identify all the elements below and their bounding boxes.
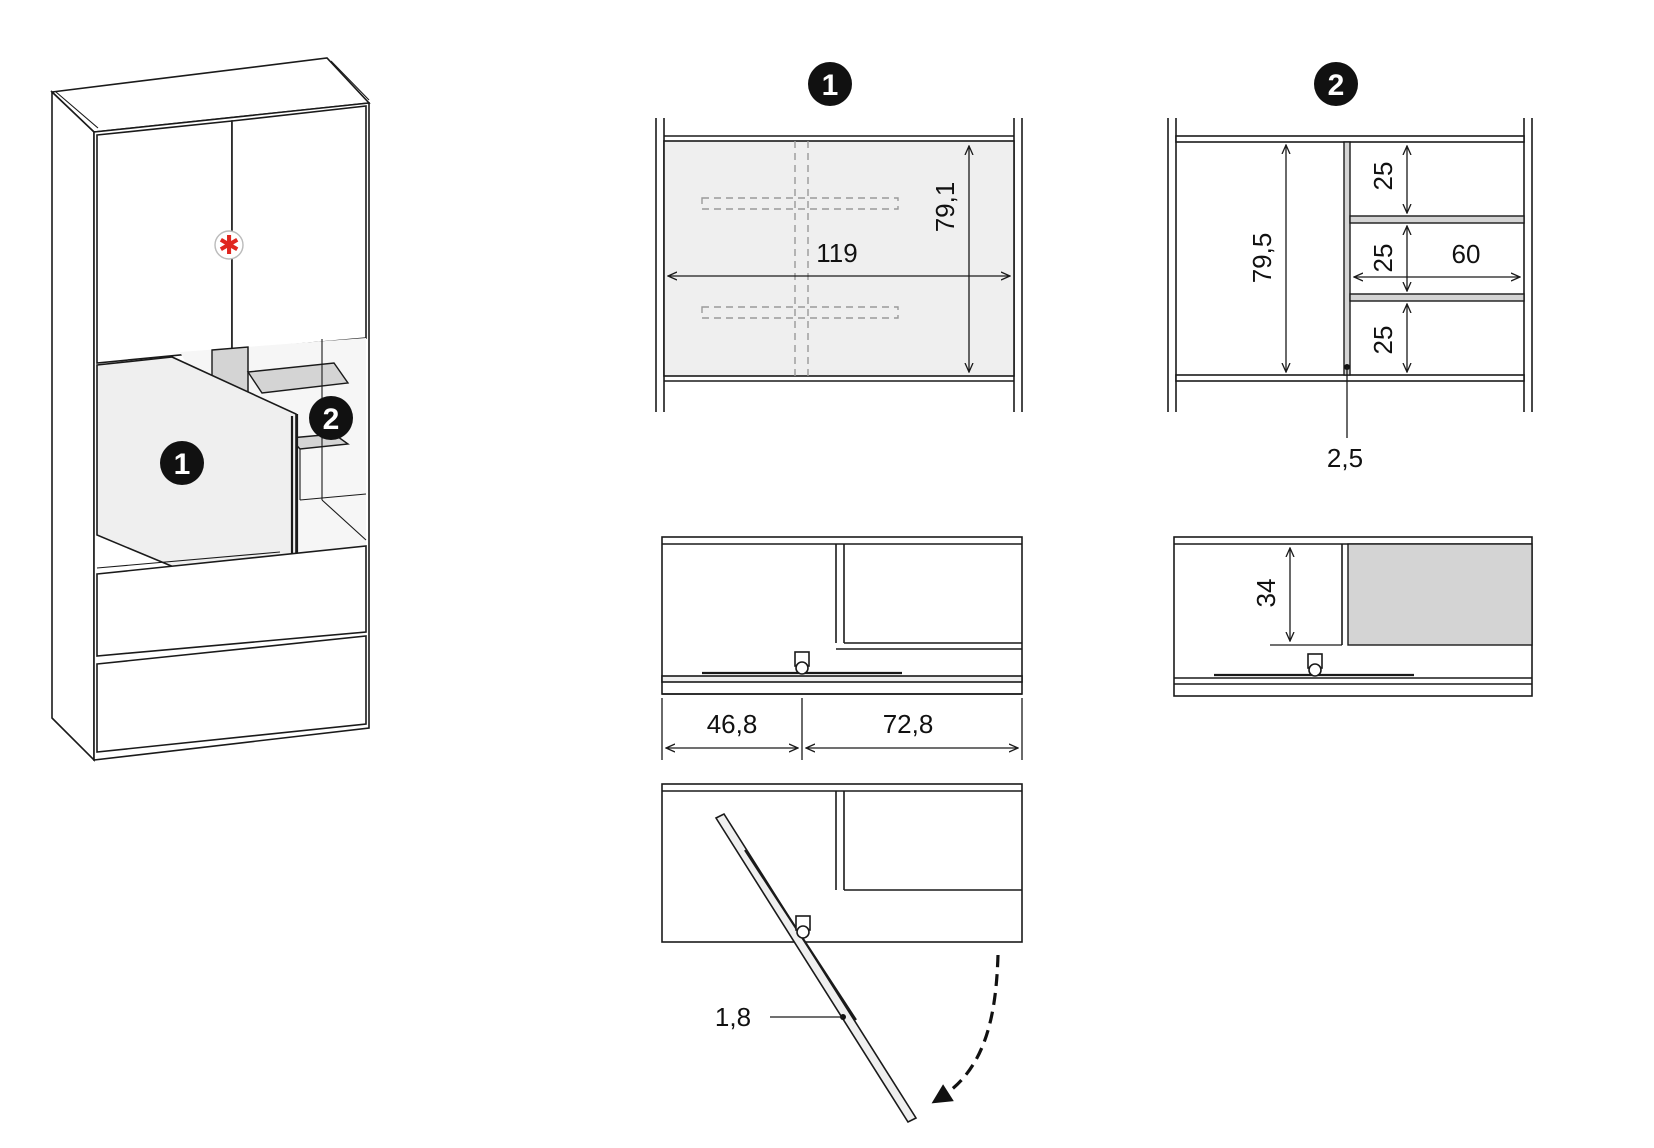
dim-interior-height: 79,5 xyxy=(1247,233,1277,284)
cabinet-perspective: ✱ 1 2 xyxy=(50,57,371,762)
asterisk-marker: ✱ xyxy=(214,230,244,261)
svg-text:2: 2 xyxy=(1328,69,1345,102)
svg-text:2: 2 xyxy=(323,403,340,436)
flap-door-section xyxy=(661,675,1023,683)
drawer-upper xyxy=(96,545,367,657)
svg-text:1: 1 xyxy=(822,69,839,102)
rotation-arrow-icon xyxy=(931,954,1000,1104)
dim-flap-height: 79,1 xyxy=(930,182,960,233)
dim-shelf-spacing-2: 25 xyxy=(1368,244,1398,273)
dim-door-thickness: 1,8 xyxy=(715,1002,751,1032)
dim-left-depth: 46,8 xyxy=(707,709,758,739)
dim-shelf-spacing-1: 25 xyxy=(1368,162,1398,191)
flap-panel xyxy=(663,140,1015,377)
vertical-divider xyxy=(1343,141,1351,376)
dim-shelf-spacing-3: 25 xyxy=(1368,326,1398,355)
flap-plan-view-closed: 46,8 72,8 xyxy=(661,536,1023,760)
shelf-2 xyxy=(1349,293,1525,302)
svg-text:1: 1 xyxy=(174,448,191,481)
dim-flap-width: 119 xyxy=(816,238,857,268)
asterisk-icon: ✱ xyxy=(218,231,240,261)
flap-plan-view-open: 1,8 xyxy=(661,783,1023,1124)
badge-1-header: 1 xyxy=(808,62,852,106)
cabinet-side-panel xyxy=(51,90,95,762)
shelves-plan-view: 34 xyxy=(1173,536,1533,697)
flap-front-view: 1 119 79,1 xyxy=(655,62,1023,412)
dim-shelf-width: 60 xyxy=(1452,239,1481,269)
shelf-1 xyxy=(1349,215,1525,224)
dim-compartment-height: 34 xyxy=(1251,579,1281,608)
badge-2-header: 2 xyxy=(1314,62,1358,106)
shelves-front-view: 2 79,5 25 25 25 60 2,5 xyxy=(1167,62,1533,473)
shelf-upper xyxy=(246,362,350,394)
upper-right-door xyxy=(231,105,367,351)
badge-1-perspective: 1 xyxy=(160,441,204,485)
shelf-plan-area xyxy=(1347,543,1533,646)
flap-door-rotated xyxy=(714,812,918,1124)
dim-right-depth: 72,8 xyxy=(883,709,934,739)
badge-2-perspective: 2 xyxy=(309,396,353,440)
dim-divider-thickness: 2,5 xyxy=(1327,443,1363,473)
drawer-lower xyxy=(96,635,367,753)
upper-left-door xyxy=(96,120,233,364)
